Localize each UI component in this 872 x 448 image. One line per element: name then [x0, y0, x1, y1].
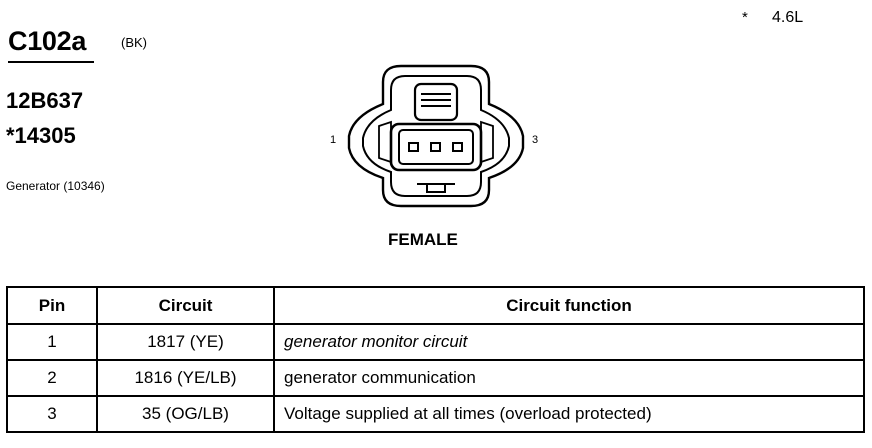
pin-3-terminal	[452, 142, 463, 152]
table-row: 2 1816 (YE/LB) generator communication	[6, 359, 865, 397]
color-code: (BK)	[121, 35, 147, 50]
connector-gender-label: FEMALE	[388, 230, 458, 249]
pin-1-terminal	[408, 142, 419, 152]
function-cell: Voltage supplied at all times (overload …	[273, 395, 865, 433]
table-row: 1 1817 (YE) generator monitor circuit	[6, 323, 865, 361]
connector-inner-housing	[362, 75, 510, 197]
terminal-cavity	[389, 122, 483, 172]
part-number-1: 12B637	[6, 88, 84, 113]
note-marker: *	[742, 9, 748, 26]
pin-cell: 1	[6, 323, 98, 361]
pinout-table: Pin Circuit Circuit function 1 1817 (YE)…	[6, 286, 865, 433]
connector-latch	[413, 82, 459, 122]
circuit-cell: 1816 (YE/LB)	[96, 359, 275, 397]
pin-label-right: 3	[532, 134, 539, 146]
header-pin: Pin	[6, 286, 98, 325]
note-text: 4.6L	[772, 9, 804, 26]
pin-cell: 3	[6, 395, 98, 433]
table-row: 3 35 (OG/LB) Voltage supplied at all tim…	[6, 395, 865, 433]
pin-cell: 2	[6, 359, 98, 397]
function-cell: generator communication	[273, 359, 865, 397]
header-circuit: Circuit	[96, 286, 275, 325]
header-circuit-function: Circuit function	[273, 286, 865, 325]
component-name: Generator (10346)	[6, 179, 105, 193]
function-cell: generator monitor circuit	[273, 323, 865, 361]
connector-id: C102a	[8, 26, 87, 56]
part-number-2: *14305	[6, 123, 76, 148]
table-header-row: Pin Circuit Circuit function	[6, 286, 865, 325]
circuit-cell: 1817 (YE)	[96, 323, 275, 361]
connector-id-underline	[8, 61, 94, 63]
pin-2-terminal	[430, 142, 441, 152]
connector-outer-housing	[347, 64, 525, 208]
circuit-cell: 35 (OG/LB)	[96, 395, 275, 433]
connector-face-drawing	[347, 64, 525, 208]
pin-label-left: 1	[330, 134, 337, 146]
